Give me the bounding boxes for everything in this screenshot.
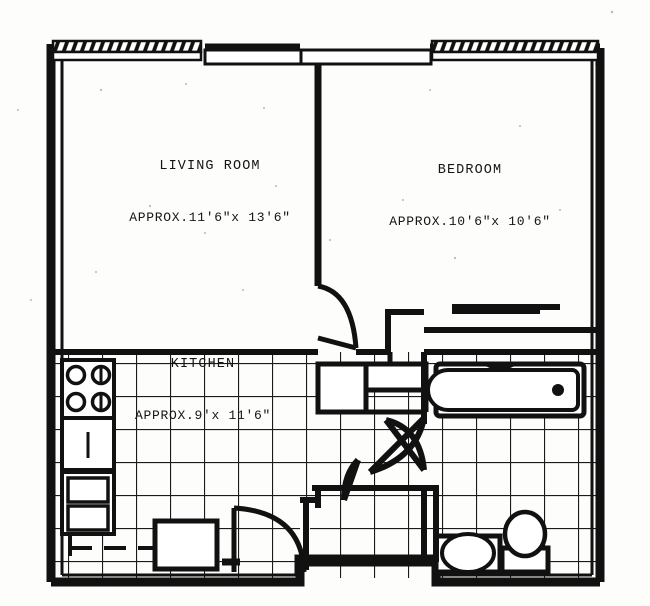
- living-room-label: LIVING ROOM APPROX.11'6"x 13'6": [60, 124, 360, 260]
- bedroom-dimensions: APPROX.10'6"x 10'6": [389, 214, 551, 229]
- window-hatched-bedroom: [430, 39, 600, 62]
- closet-wall-stub: [385, 309, 424, 352]
- living-room-name: LIVING ROOM: [159, 159, 261, 174]
- bathroom-sink: [433, 532, 503, 575]
- living-room-dimensions: APPROX.11'6"x 13'6": [129, 210, 291, 225]
- kitchen-dimensions: APPROX.9'x 11'6": [134, 408, 272, 423]
- door-closet-swing: [383, 417, 427, 472]
- closet-rod: [452, 304, 560, 314]
- bedroom-label: BEDROOM APPROX.10'6"x 10'6": [320, 128, 620, 264]
- kitchen-label: KITCHEN APPROX.9'x 11'6": [58, 322, 348, 458]
- hall-jamb: [300, 497, 318, 570]
- window-hatched-living-room: [51, 39, 203, 62]
- door-bedroom-swing: [317, 283, 359, 351]
- bedroom-name: BEDROOM: [437, 163, 503, 178]
- stove-range-four-burner: [60, 358, 116, 420]
- kitchen-double-sink: [60, 470, 116, 536]
- bathtub: [426, 361, 587, 419]
- kitchen-name: KITCHEN: [170, 357, 236, 372]
- toilet: [499, 509, 551, 575]
- refrigerator: [152, 518, 220, 572]
- door-hall-leaf: [341, 457, 361, 501]
- top-wall-glazing: [203, 48, 433, 66]
- bathroom-walls: [421, 327, 596, 424]
